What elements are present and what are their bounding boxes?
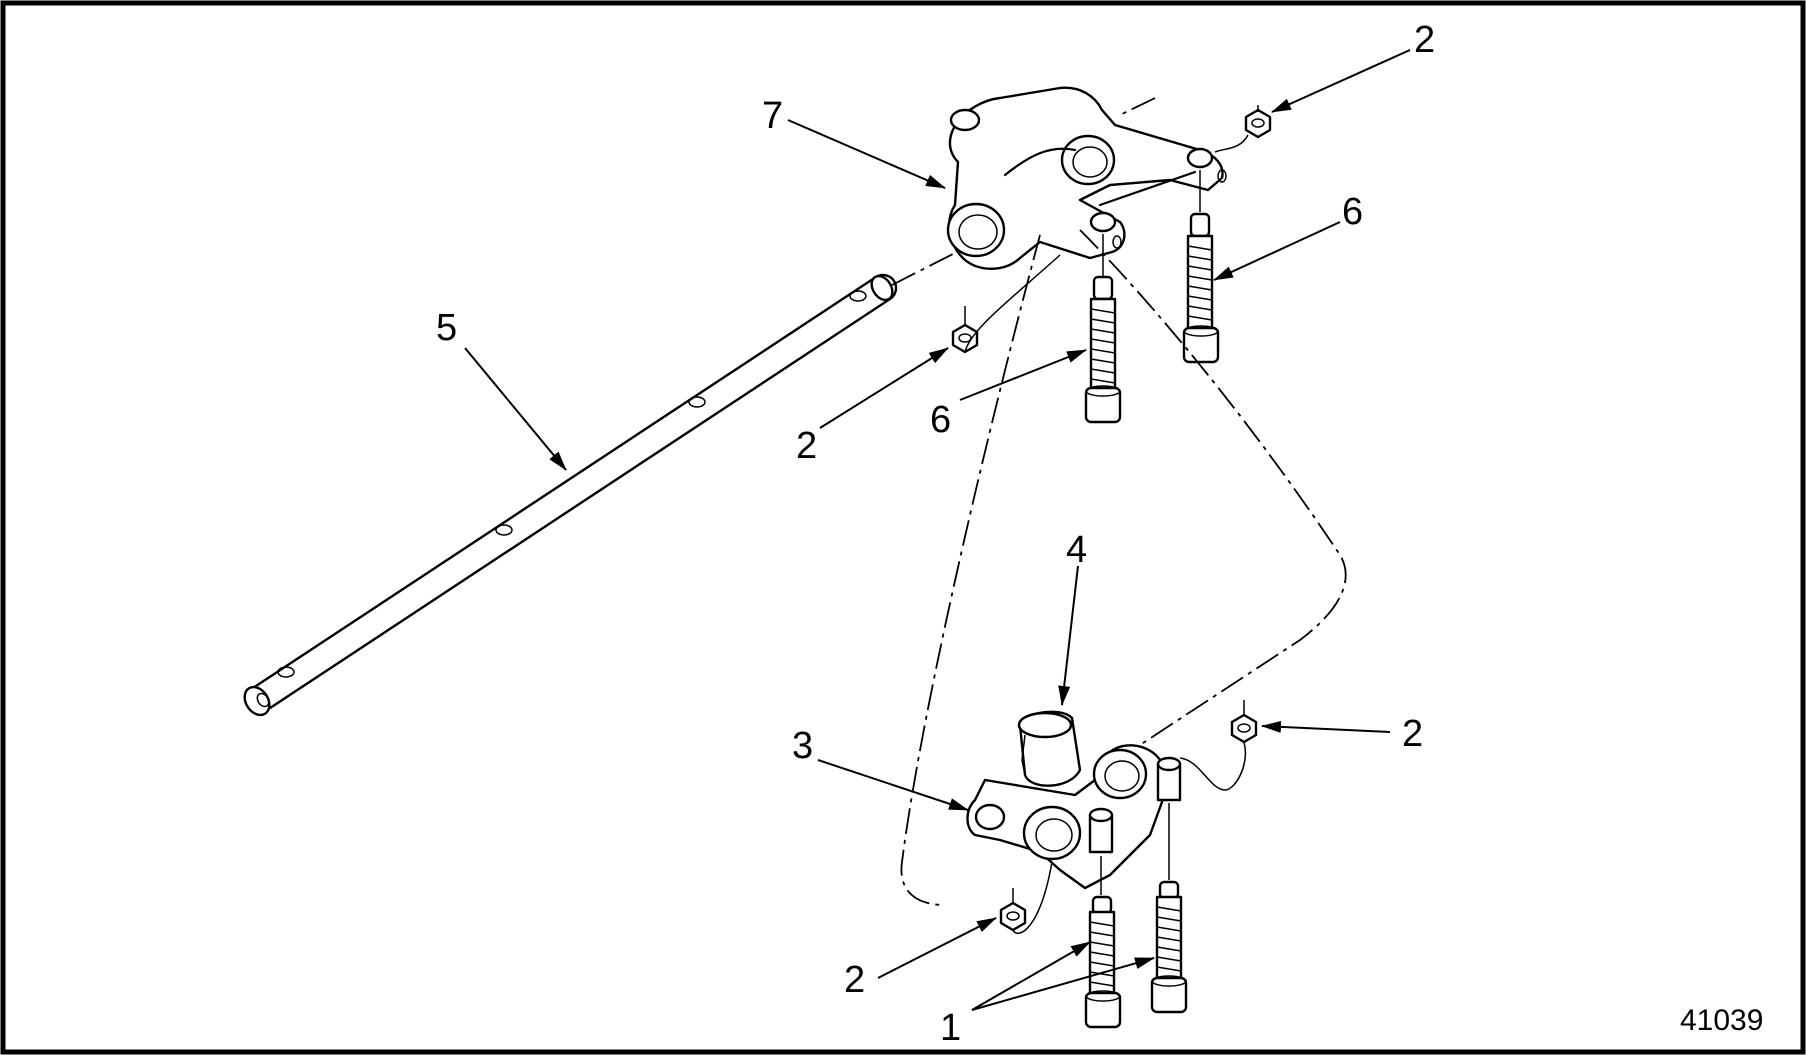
callout-2-upper-right: 2 (1414, 19, 1435, 61)
lower-bolt-right (1150, 803, 1188, 1014)
nut-lower-left (999, 861, 1053, 934)
callout-3: 3 (792, 725, 813, 767)
upper-adjusting-screw-right (1182, 170, 1220, 364)
callout-6-right: 6 (1342, 191, 1363, 233)
callout-2-lower-left: 2 (844, 959, 865, 1001)
callout-5: 5 (436, 307, 457, 349)
rocker-shaft (243, 273, 898, 717)
nut-lower-right (1179, 700, 1258, 791)
nut-upper-right (1214, 105, 1272, 153)
callout-1: 1 (940, 1007, 961, 1049)
callout-labels: 2 7 6 5 2 6 4 2 3 2 1 41039 (436, 19, 1763, 1049)
callout-7: 7 (762, 95, 783, 137)
lower-pivot-bushing (1017, 710, 1082, 787)
callout-2-upper-left: 2 (796, 425, 817, 467)
lower-rocker-bracket (966, 744, 1182, 890)
callout-4: 4 (1066, 529, 1087, 571)
leader-lines (464, 49, 1411, 1011)
figure-number: 41039 (1680, 1004, 1763, 1037)
callout-6-left: 6 (930, 399, 951, 441)
nut-upper-left (951, 254, 1061, 354)
callout-2-lower-right: 2 (1402, 713, 1423, 755)
upper-adjusting-screw-left (1084, 234, 1122, 424)
upper-rocker-arm-assembly (946, 86, 1227, 270)
